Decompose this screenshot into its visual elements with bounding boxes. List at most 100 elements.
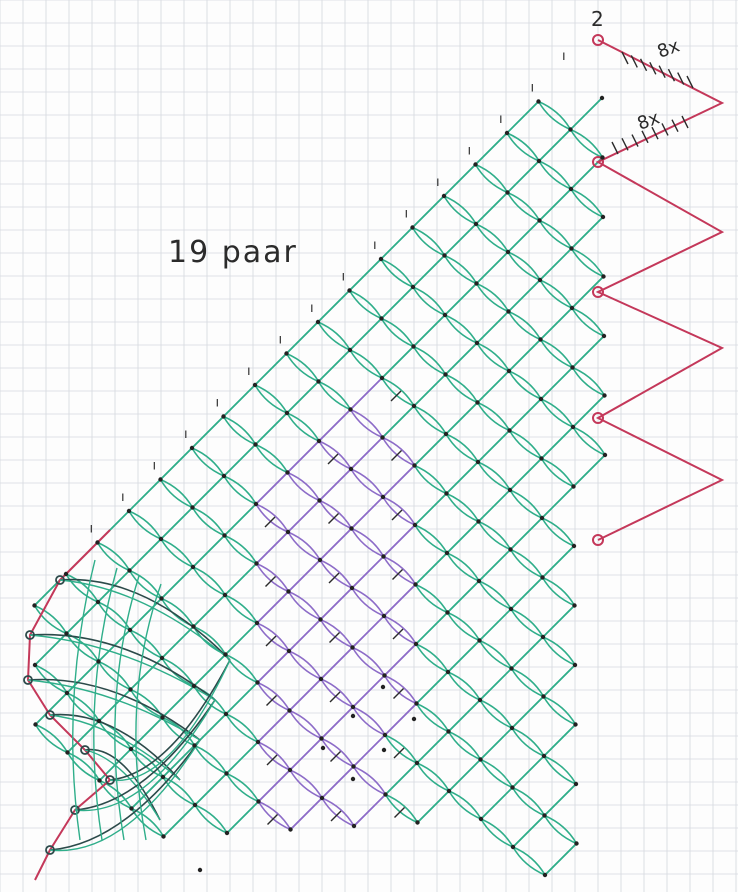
green-thread — [480, 818, 514, 848]
green-thread — [348, 258, 382, 292]
purple-thread — [319, 527, 353, 561]
green-thread — [539, 219, 573, 249]
pin-hole — [537, 277, 543, 283]
green-thread — [254, 412, 288, 446]
purple-thread — [383, 643, 417, 677]
green-thread — [447, 699, 481, 733]
green-thread — [97, 601, 131, 631]
pair-one-marker: ı — [436, 175, 440, 190]
green-thread — [66, 692, 100, 722]
pin-hole — [129, 806, 134, 811]
pair-count-label: 19 paar — [168, 235, 298, 270]
green-thread — [446, 520, 480, 554]
green-thread — [285, 353, 319, 383]
green-thread — [477, 401, 511, 431]
purple-thread — [352, 734, 386, 768]
pin-hole — [600, 214, 606, 220]
pair-one-marker: ı — [90, 522, 94, 537]
pair-one-marker: ı — [468, 144, 472, 159]
green-thread — [317, 381, 351, 411]
fan-arc-thread — [72, 559, 96, 841]
green-thread — [542, 664, 576, 698]
fan-pin-loop — [105, 775, 115, 785]
pair-one-marker: ı — [153, 459, 157, 474]
green-thread — [225, 741, 259, 775]
green-thread — [286, 380, 320, 414]
purple-thread — [381, 437, 415, 467]
green-thread — [65, 573, 99, 603]
green-thread — [381, 377, 415, 407]
green-thread — [444, 342, 478, 376]
green-thread — [511, 727, 545, 757]
green-thread — [445, 461, 479, 495]
pin-hole — [350, 645, 355, 650]
green-thread — [286, 352, 320, 382]
pair-one-marker: ı — [184, 427, 188, 442]
fan-pin-loop — [45, 710, 55, 720]
pin-hole — [411, 344, 416, 349]
pin-hole — [285, 470, 290, 475]
green-thread — [512, 846, 546, 876]
tick-mark — [328, 572, 340, 584]
purple-thread — [350, 408, 384, 438]
green-thread — [508, 370, 542, 400]
green-thread — [538, 160, 572, 190]
purple-thread — [320, 738, 354, 768]
pin-hole — [349, 585, 355, 591]
green-thread — [510, 668, 544, 698]
green-thread — [66, 752, 100, 782]
purple-thread — [383, 615, 417, 645]
green-thread — [542, 636, 576, 666]
green-thread — [98, 780, 132, 810]
green-thread — [381, 405, 415, 439]
tick-mark — [264, 516, 276, 528]
pin-hole — [223, 652, 228, 657]
pin-hole — [287, 767, 293, 773]
green-thread — [543, 755, 577, 785]
green-thread — [510, 548, 544, 578]
green-thread — [543, 755, 577, 785]
green-thread — [511, 755, 545, 789]
pin-hole — [256, 799, 261, 804]
fan-rib-thread — [109, 659, 231, 781]
green-thread — [254, 384, 288, 414]
green-thread — [159, 479, 193, 509]
pin-hole — [286, 648, 292, 654]
green-thread — [225, 713, 259, 743]
green-thread — [130, 776, 164, 810]
pin-hole — [507, 487, 513, 493]
pin-hole — [443, 372, 448, 377]
green-thread — [160, 478, 194, 508]
green-thread — [224, 534, 258, 564]
pin-hole — [504, 130, 510, 136]
green-thread — [381, 377, 415, 407]
green-thread — [98, 748, 132, 782]
tick-mark — [391, 450, 402, 461]
purple-thread — [288, 590, 322, 620]
pin-hole — [222, 592, 228, 598]
green-thread — [509, 549, 543, 579]
unworked-pin — [381, 747, 387, 753]
unworked-pin — [411, 716, 417, 722]
green-thread — [223, 475, 257, 505]
pin-hole — [599, 95, 605, 101]
green-thread — [510, 636, 544, 670]
green-thread — [508, 430, 542, 460]
purple-thread — [320, 678, 354, 708]
pin-hole — [347, 288, 352, 293]
red-footside-zigzag — [595, 39, 725, 541]
pin-hole — [253, 501, 259, 507]
pin-hole — [64, 690, 70, 696]
purple-thread — [255, 563, 289, 593]
green-thread — [569, 129, 603, 159]
pin-hole — [473, 221, 479, 227]
purple-thread — [286, 472, 320, 502]
purple-thread — [288, 678, 322, 712]
tick-mark — [266, 695, 277, 706]
pin-hole — [540, 634, 546, 640]
pin-hole — [446, 729, 451, 734]
green-thread — [254, 352, 288, 386]
tick-mark — [327, 453, 339, 465]
pin-hole — [570, 365, 575, 370]
